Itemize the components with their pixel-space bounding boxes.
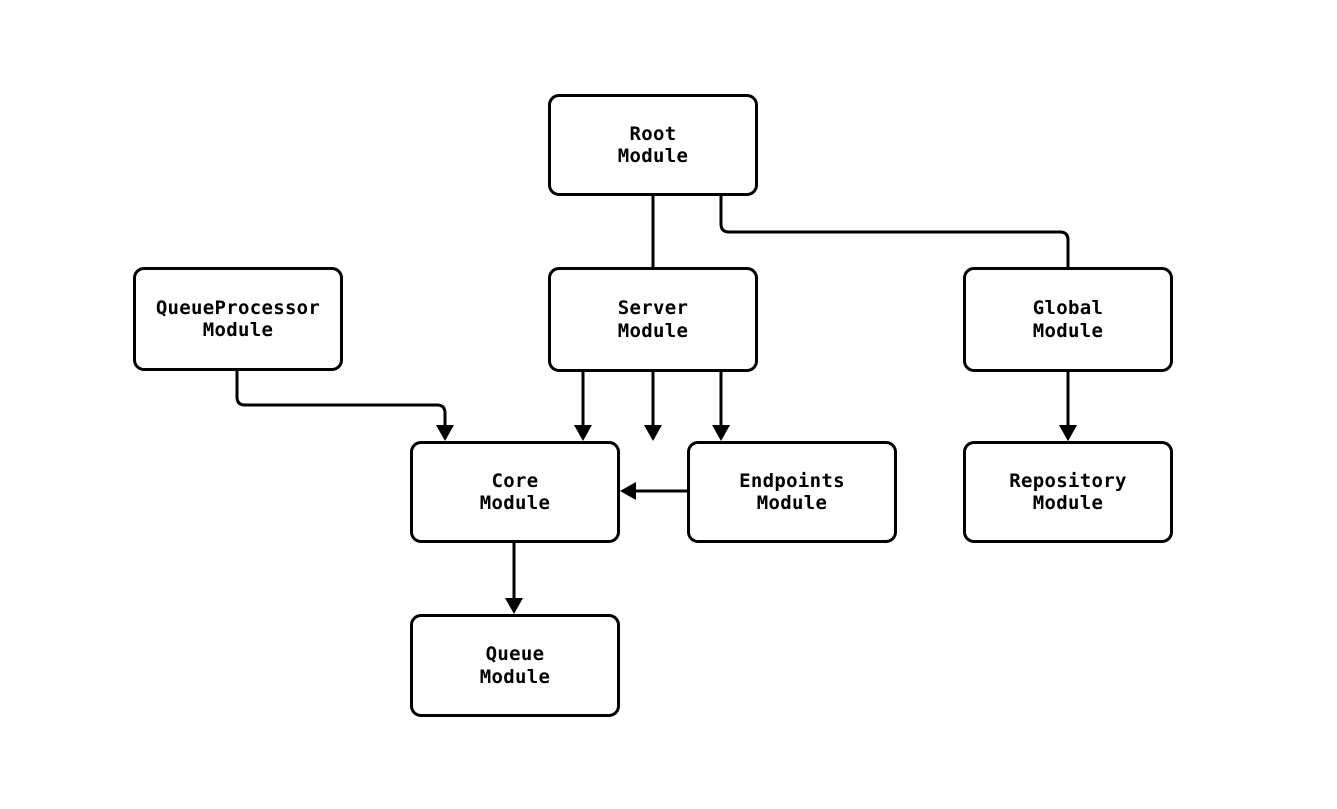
- node-label-line2: Module: [617, 145, 689, 167]
- node-label-line1: Endpoints: [739, 469, 845, 492]
- node-label-line2: Module: [756, 492, 828, 514]
- node-label-line1: Root: [629, 122, 677, 145]
- node-label-line2: Module: [479, 492, 551, 514]
- node-label-line1: Global: [1032, 297, 1104, 320]
- arrowhead-server-to-core: [574, 425, 592, 441]
- edge-root-to-global: [719, 196, 1070, 434]
- node-label-line1: Core: [491, 469, 539, 492]
- arrowhead-root-to-server: [644, 425, 662, 441]
- node-label-line2: Module: [1032, 492, 1104, 514]
- arrowhead-server-to-endpoints: [712, 425, 730, 441]
- node-label-line1: Queue: [485, 643, 545, 666]
- node-label-line2: Module: [202, 319, 274, 341]
- arrowhead-core-to-queue: [505, 598, 523, 614]
- node-label-line1: QueueProcessor: [155, 296, 321, 319]
- arrowhead-endpoints-to-core: [620, 482, 636, 500]
- node-label-line2: Module: [1032, 319, 1104, 342]
- node-label-line2: Module: [617, 319, 689, 342]
- edge-queueprocessor-to-core: [235, 371, 447, 434]
- node-label-line2: Module: [479, 665, 551, 688]
- arrowhead-global-to-repository: [1059, 425, 1077, 441]
- node-label-line1: Repository: [1009, 469, 1127, 492]
- arrowhead-queueprocessor-to-core: [436, 425, 454, 441]
- node-label-line1: Server: [617, 297, 689, 320]
